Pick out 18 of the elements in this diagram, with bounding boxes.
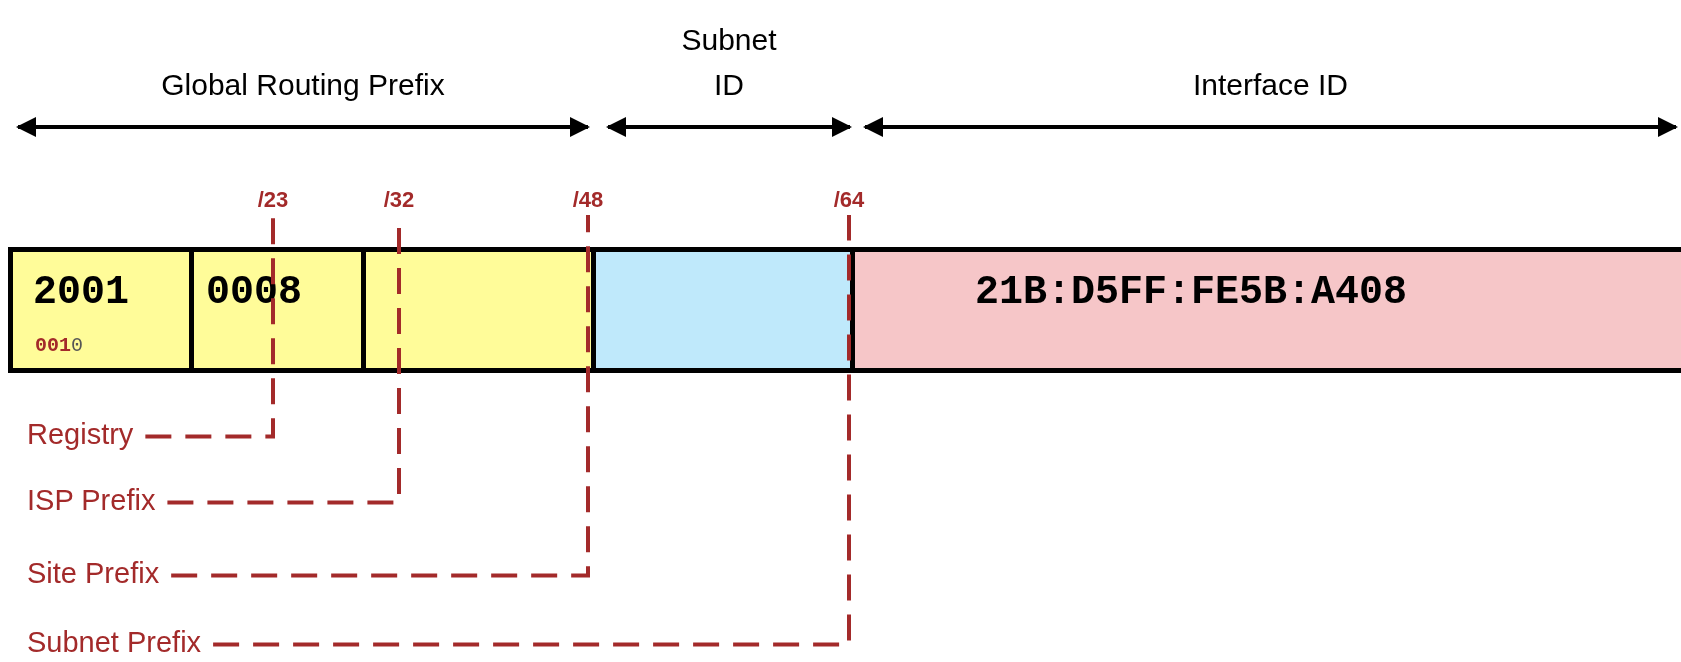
hex-group: 0008 [206, 270, 302, 315]
leader-line [171, 215, 590, 578]
leader-label: Site Prefix [27, 557, 160, 590]
leader-label: Subnet Prefix [27, 626, 202, 659]
leader-line [145, 215, 275, 439]
field-heading: Interface ID [1192, 67, 1349, 103]
hex-group: 2001 [33, 270, 129, 315]
prefix-length: /48 [572, 187, 604, 213]
field-heading: Global Routing Prefix [161, 67, 445, 103]
prefix-length: /32 [383, 187, 415, 213]
leader-label: Registry [27, 418, 134, 451]
binary-digits: 0010 [35, 334, 84, 357]
hex-group: 21B:D5FF:FE5B:A408 [975, 270, 1408, 315]
leader-line [213, 215, 851, 647]
prefix-length: /64 [833, 187, 865, 213]
field-heading: Subnet ID [680, 22, 778, 103]
prefix-length: /23 [257, 187, 289, 213]
leader-label: ISP Prefix [27, 484, 156, 517]
